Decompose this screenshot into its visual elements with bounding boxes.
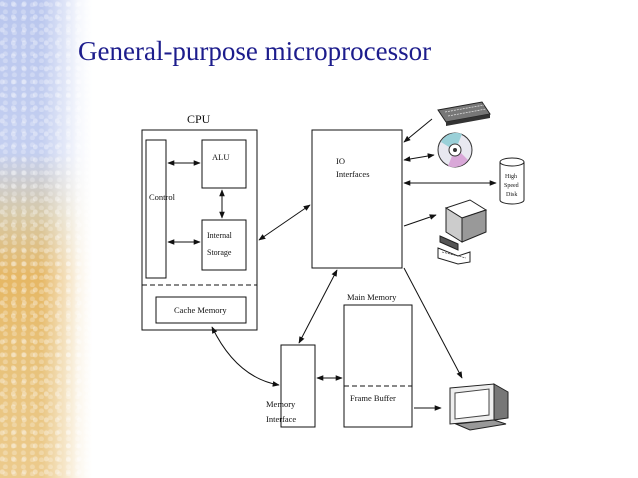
memory-interface-label-line1: Memory (266, 399, 296, 409)
cd-disc-icon (437, 132, 473, 168)
cpu-io-arrow (258, 204, 311, 241)
memory-interface-label-line2: Interface (266, 414, 296, 424)
monitor-icon (449, 383, 509, 431)
disk-drive-icon: High Speed Disk (499, 157, 525, 205)
control-box (145, 139, 167, 279)
printer-icon (437, 199, 488, 265)
slide-title: General-purpose microprocessor (78, 36, 432, 66)
control-label: Control (149, 192, 176, 202)
cd-io-arrow (403, 153, 435, 162)
keyboard-io-arrow (403, 118, 433, 143)
internal-storage-label-line2: Storage (207, 248, 232, 257)
main-memory-box (343, 304, 413, 428)
alu-box (201, 139, 247, 189)
alu-label: ALU (212, 152, 229, 162)
io-memory-interface-arrow (298, 269, 338, 344)
cpu-box (141, 129, 258, 331)
internal-storage-box (201, 219, 247, 271)
disk-label-line2: Speed (504, 183, 519, 189)
frame-buffer-label: Frame Buffer (350, 393, 396, 403)
io-label-line1: IO (336, 156, 345, 166)
cpu-label: CPU (187, 112, 211, 126)
io-label-line2: Interfaces (336, 169, 370, 179)
memory-interface-box (280, 344, 316, 428)
io-interfaces-box (311, 129, 403, 269)
io-monitor-arrow (403, 267, 463, 379)
disk-label-line1: High (505, 174, 517, 180)
main-memory-label: Main Memory (347, 292, 397, 302)
io-printer-arrow (403, 214, 437, 227)
cache-memory-interface-arrow (211, 326, 280, 387)
cache-memory-label: Cache Memory (174, 305, 227, 315)
disk-label-line3: Disk (506, 192, 517, 198)
cache-memory-box (155, 296, 247, 324)
keyboard-icon (437, 101, 491, 126)
decorative-left-strip (0, 0, 92, 478)
internal-storage-label-line1: Internal (207, 231, 233, 240)
